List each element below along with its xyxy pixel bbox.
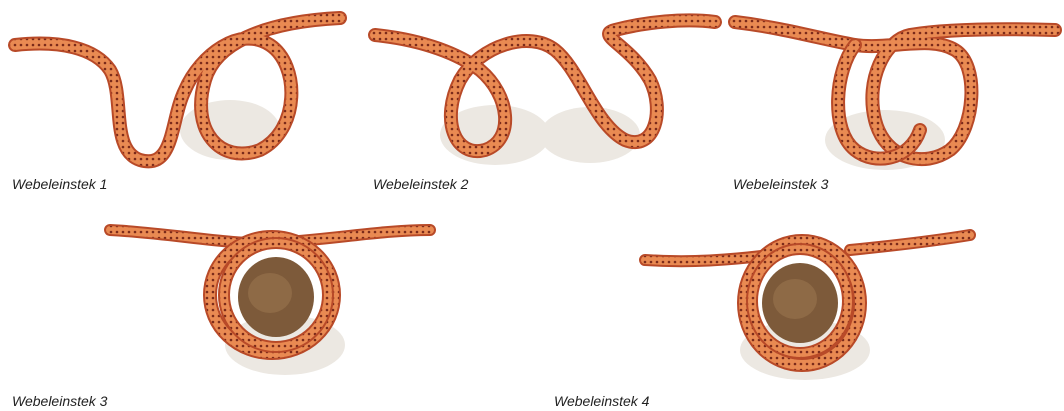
figure-caption: Webeleinstek 2 xyxy=(373,176,468,192)
figure-caption: Webeleinstek 3 xyxy=(12,393,107,409)
figure-5: Webeleinstek 4 xyxy=(540,205,1064,411)
rope-photo-2 xyxy=(365,0,725,200)
figure-1: Webeleinstek 1 xyxy=(0,0,360,200)
rope-photo-1 xyxy=(0,0,360,200)
figure-caption: Webeleinstek 1 xyxy=(12,176,107,192)
figure-4: Webeleinstek 3 xyxy=(0,205,440,411)
figure-2: Webeleinstek 2 xyxy=(365,0,725,200)
rope-photo-4 xyxy=(0,205,440,411)
rope-photo-3 xyxy=(725,0,1064,200)
figure-3: Webeleinstek 3 xyxy=(725,0,1064,200)
figure-caption: Webeleinstek 3 xyxy=(733,176,828,192)
figure-caption: Webeleinstek 4 xyxy=(554,393,649,409)
rope-photo-5 xyxy=(540,205,1064,411)
